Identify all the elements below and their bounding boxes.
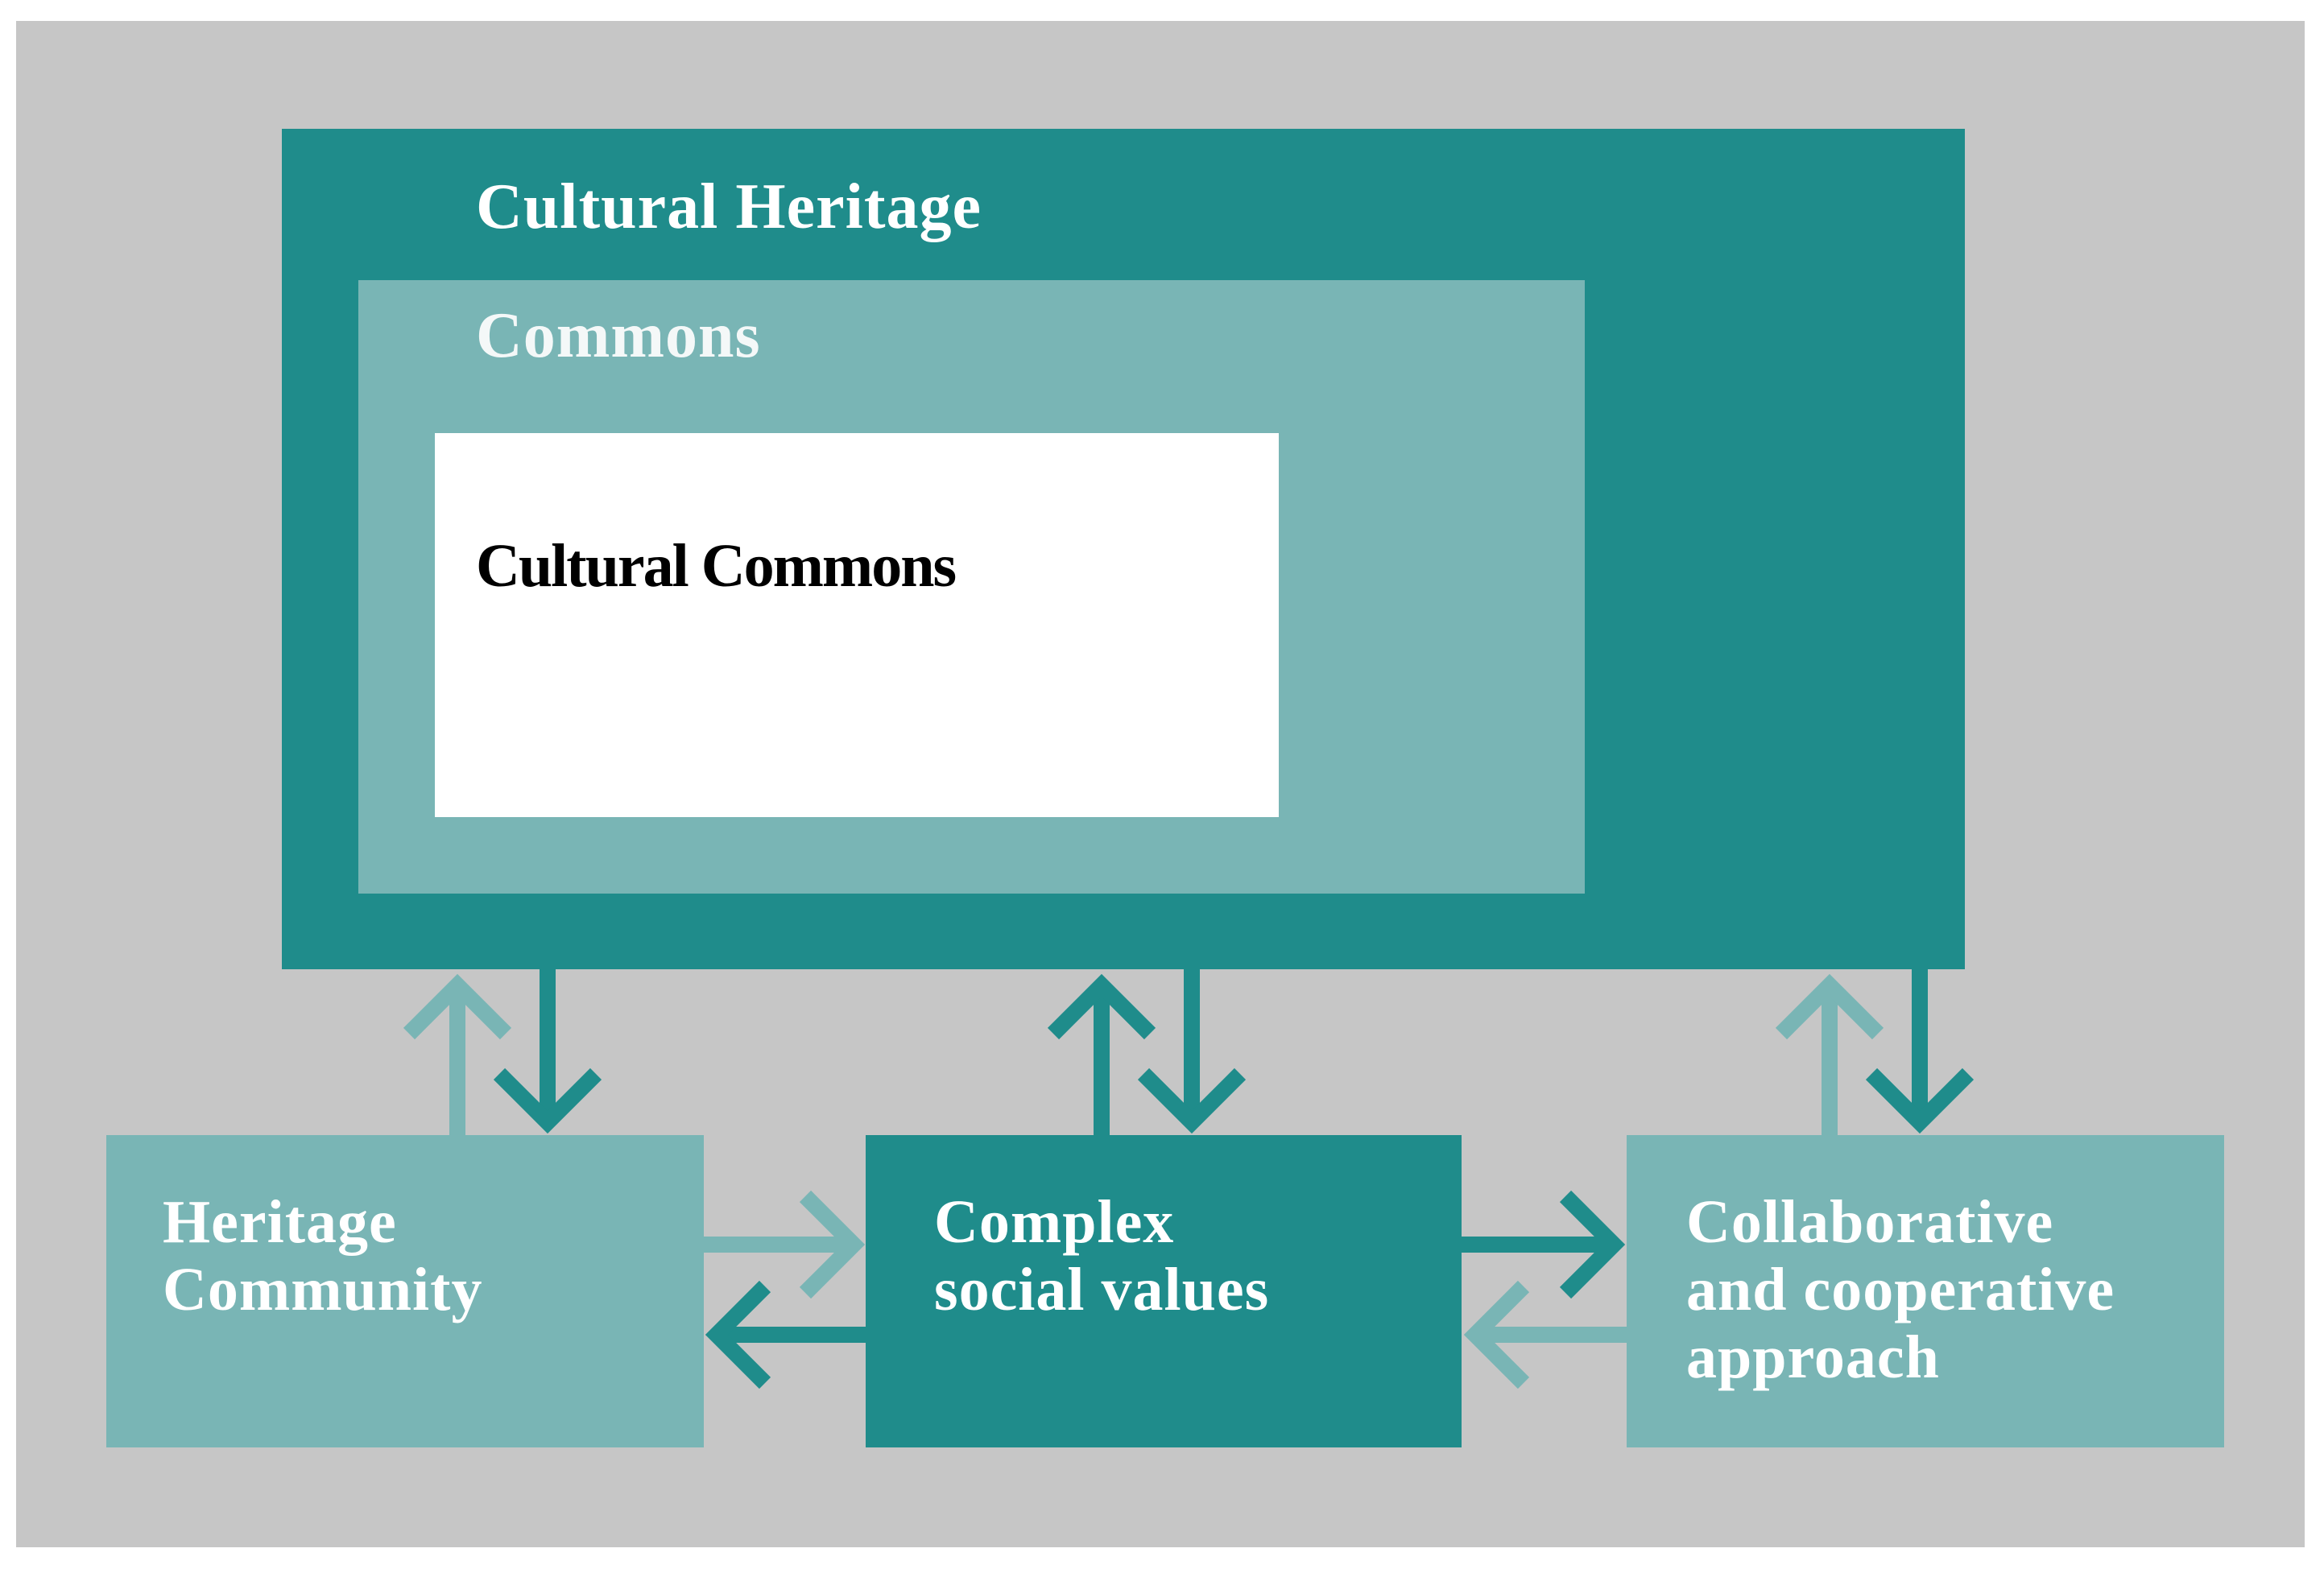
cultural-heritage-label: Cultural Heritage — [476, 171, 982, 242]
label-line: Heritage — [163, 1188, 397, 1256]
label-line: approach — [1686, 1323, 1940, 1391]
heritage-community-label: Heritage Community — [163, 1188, 482, 1323]
collaborative-approach-box — [1627, 1135, 2224, 1447]
arrow-right-values-to-approach — [1462, 1190, 1626, 1299]
arrow-left-values-to-community — [705, 1280, 866, 1389]
arrow-up-community-to-heritage — [403, 973, 512, 1135]
cultural-commons-box — [435, 433, 1279, 817]
label-line: Community — [163, 1256, 483, 1323]
arrow-down-heritage-to-community — [493, 969, 602, 1134]
arrow-up-values-to-heritage — [1047, 973, 1156, 1135]
complex-social-values-label: Complex social values — [934, 1188, 1269, 1323]
label-line: Collaborative — [1686, 1188, 2054, 1256]
arrow-left-approach-to-values — [1463, 1280, 1627, 1389]
heritage-community-box — [106, 1135, 704, 1447]
commons-label: Commons — [476, 300, 761, 371]
arrow-right-community-to-values — [704, 1190, 866, 1299]
label-line: Complex — [934, 1188, 1175, 1256]
arrow-down-heritage-to-values — [1137, 969, 1247, 1134]
collaborative-approach-label: Collaborative and cooperative approach — [1686, 1188, 2115, 1391]
cultural-commons-label: Cultural Commons — [476, 532, 957, 600]
complex-social-values-box — [866, 1135, 1462, 1447]
label-line: and cooperative — [1686, 1256, 2115, 1323]
arrow-up-approach-to-heritage — [1775, 973, 1884, 1135]
arrow-down-heritage-to-approach — [1865, 969, 1975, 1134]
label-line: social values — [934, 1256, 1270, 1323]
